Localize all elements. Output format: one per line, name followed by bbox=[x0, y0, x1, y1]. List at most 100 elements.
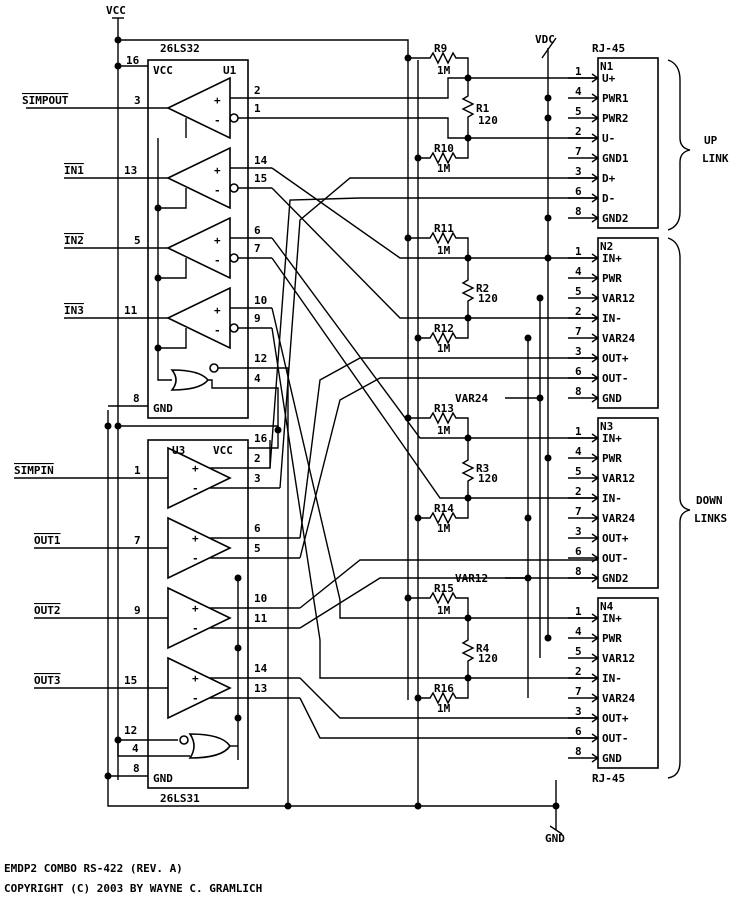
connector-pin-number: 4 bbox=[575, 265, 582, 278]
connector-pin-arrow bbox=[591, 673, 600, 683]
connector-pin-number: 4 bbox=[575, 445, 582, 458]
connector-pin-arrow bbox=[591, 213, 600, 223]
var24-label: VAR24 bbox=[455, 392, 488, 405]
svg-text:-: - bbox=[214, 254, 221, 267]
connector-pin-number: 3 bbox=[575, 165, 582, 178]
junction-dot bbox=[154, 344, 162, 352]
connector-pin-name: GND bbox=[602, 752, 622, 765]
connector-pin-name: VAR24 bbox=[602, 332, 635, 345]
connector-pin-arrow bbox=[591, 353, 600, 363]
junction-dot bbox=[544, 214, 552, 222]
connector-pin-number: 7 bbox=[575, 685, 582, 698]
junction-dot bbox=[544, 454, 552, 462]
connector-pin-number: 6 bbox=[575, 185, 582, 198]
resistor-r1: R1 120 bbox=[461, 78, 498, 138]
connector-pin-arrow bbox=[591, 393, 600, 403]
connector-ref: N2 bbox=[600, 240, 613, 253]
connector-pin-arrow bbox=[591, 113, 600, 123]
connector-ref: N3 bbox=[600, 420, 613, 433]
u3-out2-npin: 11 bbox=[254, 612, 268, 625]
svg-text:1M: 1M bbox=[437, 424, 451, 437]
u3-gnd-label: GND bbox=[153, 772, 173, 785]
u1-in3-ppin: 10 bbox=[254, 294, 267, 307]
resistor-r11: R11 1M bbox=[408, 222, 469, 258]
connector-pin-number: 7 bbox=[575, 145, 582, 158]
junction-dot bbox=[536, 294, 544, 302]
connector-body bbox=[597, 597, 659, 769]
connector-pin-arrow bbox=[591, 273, 600, 283]
connector-pin-name: VAR24 bbox=[602, 692, 635, 705]
connector-pin-arrow bbox=[591, 153, 600, 163]
u1-in2-ppin: 6 bbox=[254, 224, 261, 237]
connector-pin-number: 5 bbox=[575, 105, 582, 118]
u3-driver-out3: +- OUT3 15 14 13 bbox=[34, 656, 300, 720]
u3-driver-simpin: +- SIMPIN 1 2 3 bbox=[14, 440, 280, 510]
u1-chip: 26LS32 VCC U1 GND 16 8 +- SIMPOUT 3 2 1 … bbox=[22, 42, 289, 806]
connector-pin-number: 1 bbox=[575, 425, 582, 438]
junction-dot bbox=[404, 54, 412, 62]
junction-dot bbox=[524, 334, 532, 342]
footer-title: EMDP2 COMBO RS-422 (REV. A) bbox=[4, 862, 183, 875]
svg-text:+: + bbox=[214, 304, 221, 317]
svg-text:-: - bbox=[192, 482, 199, 495]
connector-pin-name: OUT+ bbox=[602, 352, 629, 365]
svg-text:R16: R16 bbox=[434, 682, 454, 695]
u3-out3-name: OUT3 bbox=[34, 674, 61, 687]
connector-pin-number: 3 bbox=[575, 525, 582, 538]
connector-pin-arrow bbox=[591, 573, 600, 583]
connector-body bbox=[597, 417, 659, 589]
connector-pin-name: VAR24 bbox=[602, 512, 635, 525]
svg-text:1M: 1M bbox=[437, 244, 451, 257]
vdc-label: VDC bbox=[535, 33, 555, 46]
connector-pin-arrow bbox=[591, 333, 600, 343]
resistor-r12: R12 1M bbox=[418, 318, 469, 355]
connector-pin-number: 8 bbox=[575, 385, 582, 398]
connector-pin-name: PWR bbox=[602, 272, 622, 285]
connector-pin-arrow bbox=[591, 533, 600, 543]
u3-driver-out1: +- OUT1 7 6 5 bbox=[34, 516, 300, 580]
svg-text:R4: R4 bbox=[476, 642, 490, 655]
svg-text:R15: R15 bbox=[434, 582, 454, 595]
svg-text:R14: R14 bbox=[434, 502, 454, 515]
resistor-r14: R14 1M bbox=[418, 498, 469, 535]
junction-dot bbox=[104, 772, 112, 780]
connector-pin-number: 2 bbox=[575, 665, 582, 678]
connector-pin-name: D- bbox=[602, 192, 615, 205]
junction-dot bbox=[464, 254, 472, 262]
connector-pin-name: GND bbox=[602, 392, 622, 405]
svg-text:R9: R9 bbox=[434, 42, 447, 55]
connector-pin-name: OUT+ bbox=[602, 532, 629, 545]
u3-out3-ppin: 14 bbox=[254, 662, 268, 675]
resistor-r9: R9 1M bbox=[408, 42, 469, 78]
u3-out2-pin: 9 bbox=[134, 604, 141, 617]
u1-in2-pin: 5 bbox=[134, 234, 141, 247]
resistor-r15: R15 1M bbox=[408, 582, 469, 618]
connector-pin-name: IN+ bbox=[602, 432, 622, 445]
junction-dot bbox=[404, 594, 412, 602]
junction-dot bbox=[284, 802, 292, 810]
connector-pin-name: PWR1 bbox=[602, 92, 629, 105]
u1-gnd-label: GND bbox=[153, 402, 173, 415]
svg-text:R13: R13 bbox=[434, 402, 454, 415]
svg-text:120: 120 bbox=[478, 652, 498, 665]
junction-dot bbox=[464, 614, 472, 622]
connector-pin-arrow bbox=[591, 293, 600, 303]
svg-text:1M: 1M bbox=[437, 604, 451, 617]
up-label: UP bbox=[704, 134, 718, 147]
svg-text:1M: 1M bbox=[437, 522, 451, 535]
connector-pin-number: 6 bbox=[575, 545, 582, 558]
u3-simpin-npin: 3 bbox=[254, 472, 261, 485]
connector-pin-name: GND2 bbox=[602, 572, 629, 585]
connector-pin-arrow bbox=[591, 633, 600, 643]
connector-pin-number: 2 bbox=[575, 125, 582, 138]
connector-pin-arrow bbox=[591, 493, 600, 503]
connector-pin-number: 3 bbox=[575, 345, 582, 358]
u1-en-pin-12: 12 bbox=[254, 352, 267, 365]
connector-pin-number: 5 bbox=[575, 465, 582, 478]
junction-dot bbox=[544, 94, 552, 102]
junction-dot bbox=[464, 74, 472, 82]
connector-body bbox=[597, 237, 659, 409]
connector-pin-name: IN+ bbox=[602, 252, 622, 265]
